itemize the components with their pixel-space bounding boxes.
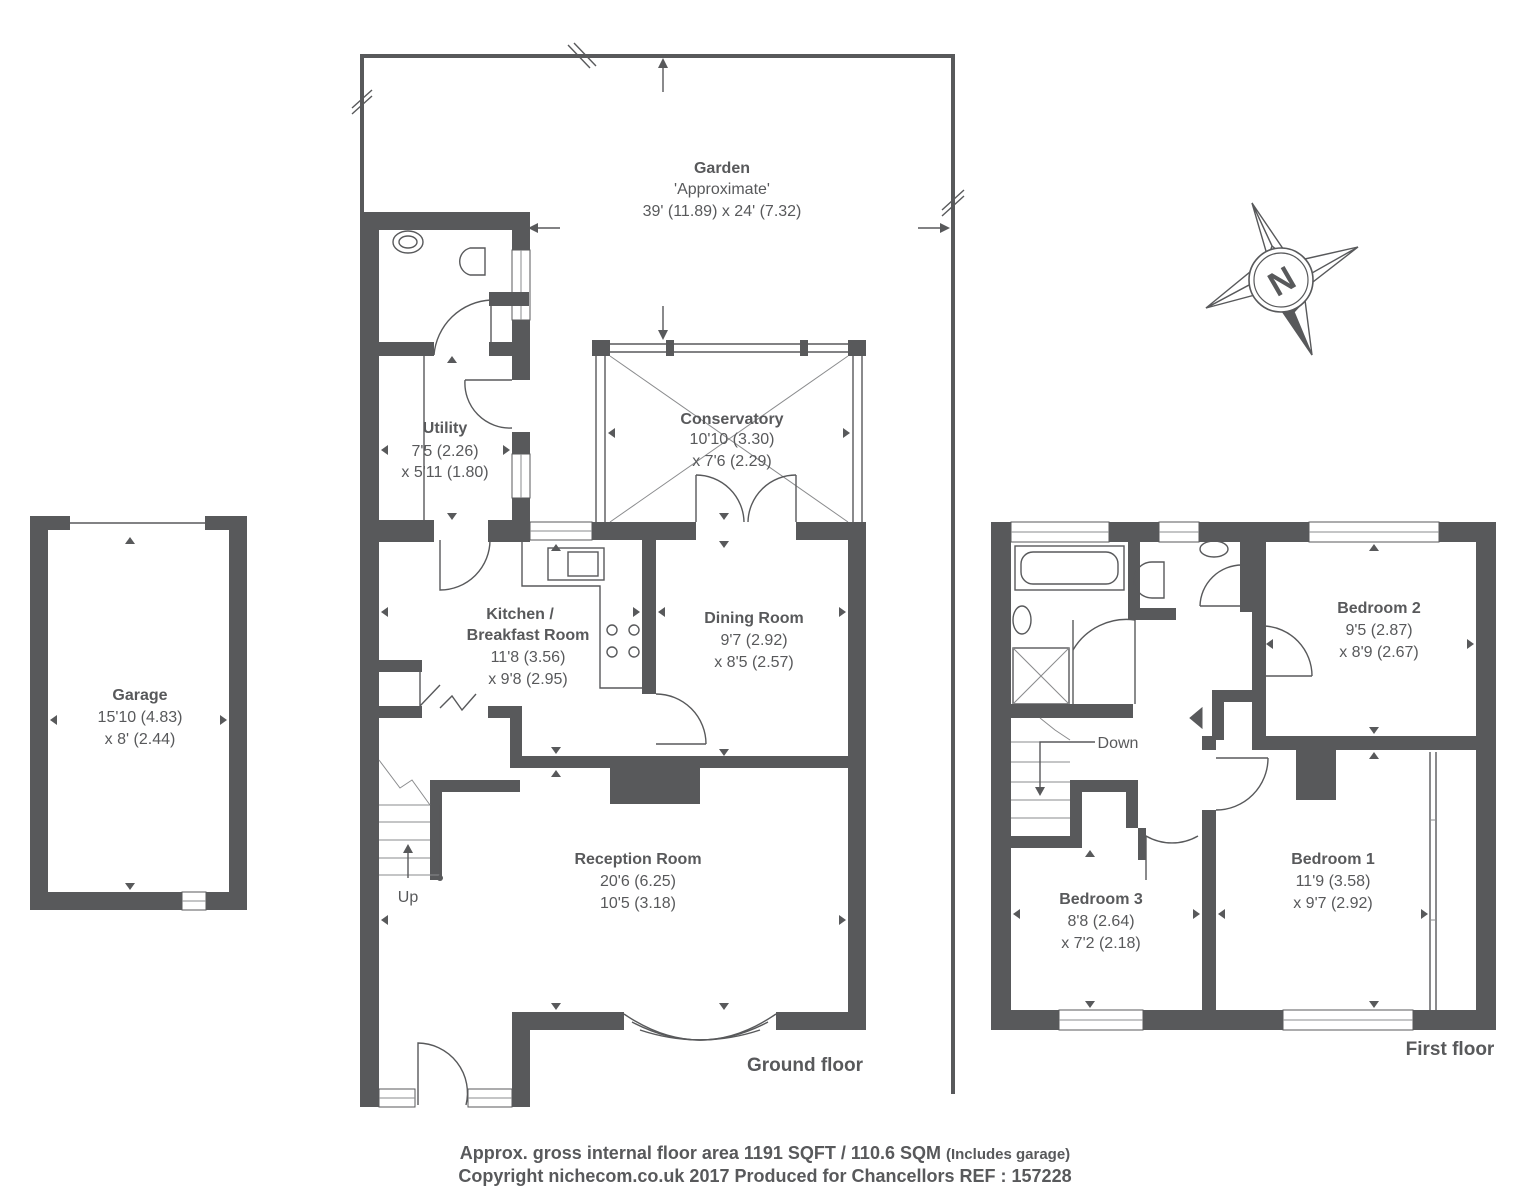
garage-plan: Garage 15'10 (4.83) x 8' (2.44) <box>30 516 247 911</box>
bedroom3-dims-1: 8'8 (2.64) <box>1067 913 1134 930</box>
reception-dims-1: 20'6 (6.25) <box>600 873 676 890</box>
bedroom2-dims-2: x 8'9 (2.67) <box>1339 644 1419 661</box>
stairs-up: Up <box>378 759 443 906</box>
garden-note: 'Approximate' <box>674 181 770 198</box>
dining-name: Dining Room <box>704 610 804 627</box>
kitchen-dims-2: x 9'8 (2.95) <box>488 671 568 688</box>
utility-dims-2: x 5'11 (1.80) <box>401 464 488 481</box>
utility-dims-1: 7'5 (2.26) <box>411 443 478 460</box>
bedroom2-name: Bedroom 2 <box>1337 600 1421 617</box>
stairs-down: Down <box>1011 717 1139 819</box>
bedroom1-dims-1: 11'9 (3.58) <box>1296 873 1371 890</box>
floor-area-qualifier: (Includes garage) <box>945 1146 1071 1163</box>
kitchen-name-2: Breakfast Room <box>467 627 590 644</box>
ground-floor-label: Ground floor <box>747 1055 864 1076</box>
bedroom2-dims-1: 9'5 (2.87) <box>1345 622 1412 639</box>
bedroom1-name: Bedroom 1 <box>1291 851 1375 868</box>
kitchen-name-1: Kitchen / <box>486 606 554 623</box>
stairs-down-label: Down <box>1098 735 1139 752</box>
garage-dims-2: x 8' (2.44) <box>105 731 176 748</box>
floor-plan: Garage 15'10 (4.83) x 8' (2.44) Garden '… <box>30 42 1496 1108</box>
first-floor-plan: Bedroom 2 9'5 (2.87) x 8'9 (2.67) Down <box>991 521 1496 1060</box>
bedroom3-name: Bedroom 3 <box>1059 891 1143 908</box>
stairs-up-label: Up <box>398 889 419 906</box>
utility-name: Utility <box>423 420 468 437</box>
first-floor-label: First floor <box>1406 1039 1495 1060</box>
floor-area-note: Approx. gross internal floor area 1191 S… <box>0 1143 1530 1164</box>
dining-dims-2: x 8'5 (2.57) <box>714 654 794 671</box>
bedroom3-dims-2: x 7'2 (2.18) <box>1061 935 1141 952</box>
kitchen-dims-1: 11'8 (3.56) <box>491 649 566 666</box>
conservatory-dims-1: 10'10 (3.30) <box>690 431 775 448</box>
garden-name: Garden <box>694 160 750 177</box>
reception-name: Reception Room <box>574 851 701 868</box>
compass-icon: N <box>1205 202 1359 356</box>
garage-name: Garage <box>112 687 167 704</box>
ground-floor-plan: Garden 'Approximate' 39' (11.89) x 24' (… <box>351 42 965 1108</box>
bedroom1-dims-2: x 9'7 (2.92) <box>1293 895 1373 912</box>
floor-area-text: Approx. gross internal floor area 1191 S… <box>459 1143 941 1163</box>
reception-dims-2: 10'5 (3.18) <box>600 895 676 912</box>
copyright-note: Copyright nichecom.co.uk 2017 Produced f… <box>458 1166 1072 1186</box>
conservatory-dims-2: x 7'6 (2.29) <box>692 453 772 470</box>
garden-dims: 39' (11.89) x 24' (7.32) <box>643 203 802 220</box>
garage-dims-1: 15'10 (4.83) <box>98 709 183 726</box>
conservatory-name: Conservatory <box>680 411 783 428</box>
dining-dims-1: 9'7 (2.92) <box>720 632 787 649</box>
